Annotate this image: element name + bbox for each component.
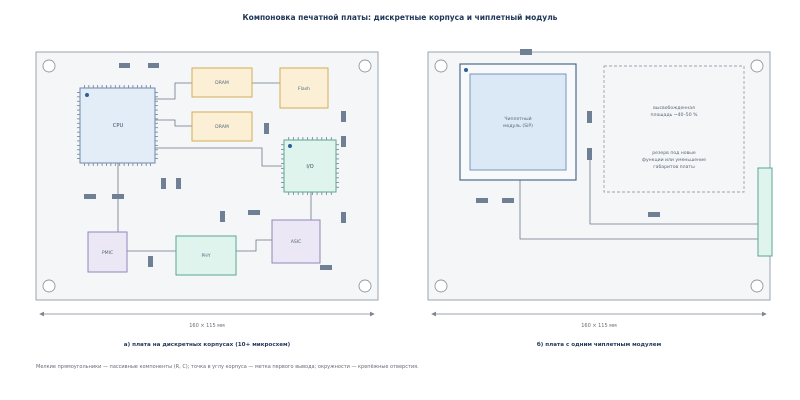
passive-component [587,148,592,160]
page-title: Компоновка печатной платы: дискретные ко… [243,13,558,22]
pin1-marker [464,68,468,72]
mounting-hole [42,59,56,73]
mounting-hole [434,59,448,73]
passive-component [648,212,660,217]
phy-chip: PHY [175,235,237,276]
dram-label: DRAM [215,80,229,86]
freed-area-line2: площадь ~40–50 % [651,112,699,118]
passive-component [84,194,96,199]
io-chip: I/O [281,137,339,195]
mounting-hole [434,279,448,293]
mounting-hole [358,59,372,73]
passive-component [112,194,124,199]
freed-area-line1: высвобожденная [653,105,695,111]
pmic-chip: PMIC [87,231,128,273]
chiplet-label-line1: Чиплетный [504,115,531,122]
edge-connector [757,167,773,257]
passive-component [341,212,346,223]
passive-component [148,63,159,68]
right-caption: б) плата с одним чиплетным модулем [537,341,662,348]
right-traces [519,150,758,240]
left-dimension-label: 160 × 115 мм [189,323,225,329]
passive-component [320,265,332,270]
flash-chip: Flash [279,67,329,109]
pin1-marker [288,144,292,148]
chiplet-label-line2: модуль (SiP) [503,123,533,129]
cpu-label: CPU [113,123,124,129]
asic-chip: ASIC [271,219,321,264]
dram-chip: DRAM [191,67,253,98]
freed-area: высвобожденная площадь ~40–50 % резерв п… [603,65,745,193]
mounting-hole [358,279,372,293]
reserve-line3: габаритов платы [653,164,695,170]
cpu-chip: CPU [77,85,158,166]
mounting-hole [42,279,56,293]
left-passives [84,63,346,270]
right-dimension-label: 160 × 115 мм [581,323,617,329]
dram-chip: DRAM [191,111,253,142]
right-passives [476,49,660,217]
passive-component [176,178,181,189]
passive-component [119,63,130,68]
asic-label: ASIC [291,239,302,245]
io-label: I/O [306,164,313,170]
phy-label: PHY [201,253,210,259]
cpu-package [79,87,156,164]
right-board-panel: Чиплетный модуль (SiP) высвобожденная пл… [427,49,773,348]
chiplet-module: Чиплетный модуль (SiP) [459,63,577,181]
passive-component [264,123,269,134]
dram-label: DRAM [215,124,229,130]
passive-component [520,49,532,55]
pmic-label: PMIC [102,250,113,256]
passive-component [220,211,225,222]
passive-component [587,111,592,123]
passive-component [148,256,153,267]
footnote: Мелкие прямоугольники — пассивные компон… [36,364,419,370]
pin1-marker [85,93,89,97]
flash-label: Flash [298,86,310,92]
left-board-panel: CPU DRAM DRAM Flash I/O PMIC [35,51,379,348]
passive-component [161,178,166,189]
passive-component [502,198,514,203]
left-caption: а) плата на дискретных корпусах (10+ мик… [124,342,291,348]
mounting-hole [750,59,764,73]
passive-component [341,136,346,147]
passive-component [476,198,488,203]
passive-component [341,111,346,122]
passive-component [248,210,260,215]
reserve-line1: резерв под новые [652,151,696,156]
mounting-hole [750,279,764,293]
reserve-line2: функции или уменьшение [642,157,706,163]
